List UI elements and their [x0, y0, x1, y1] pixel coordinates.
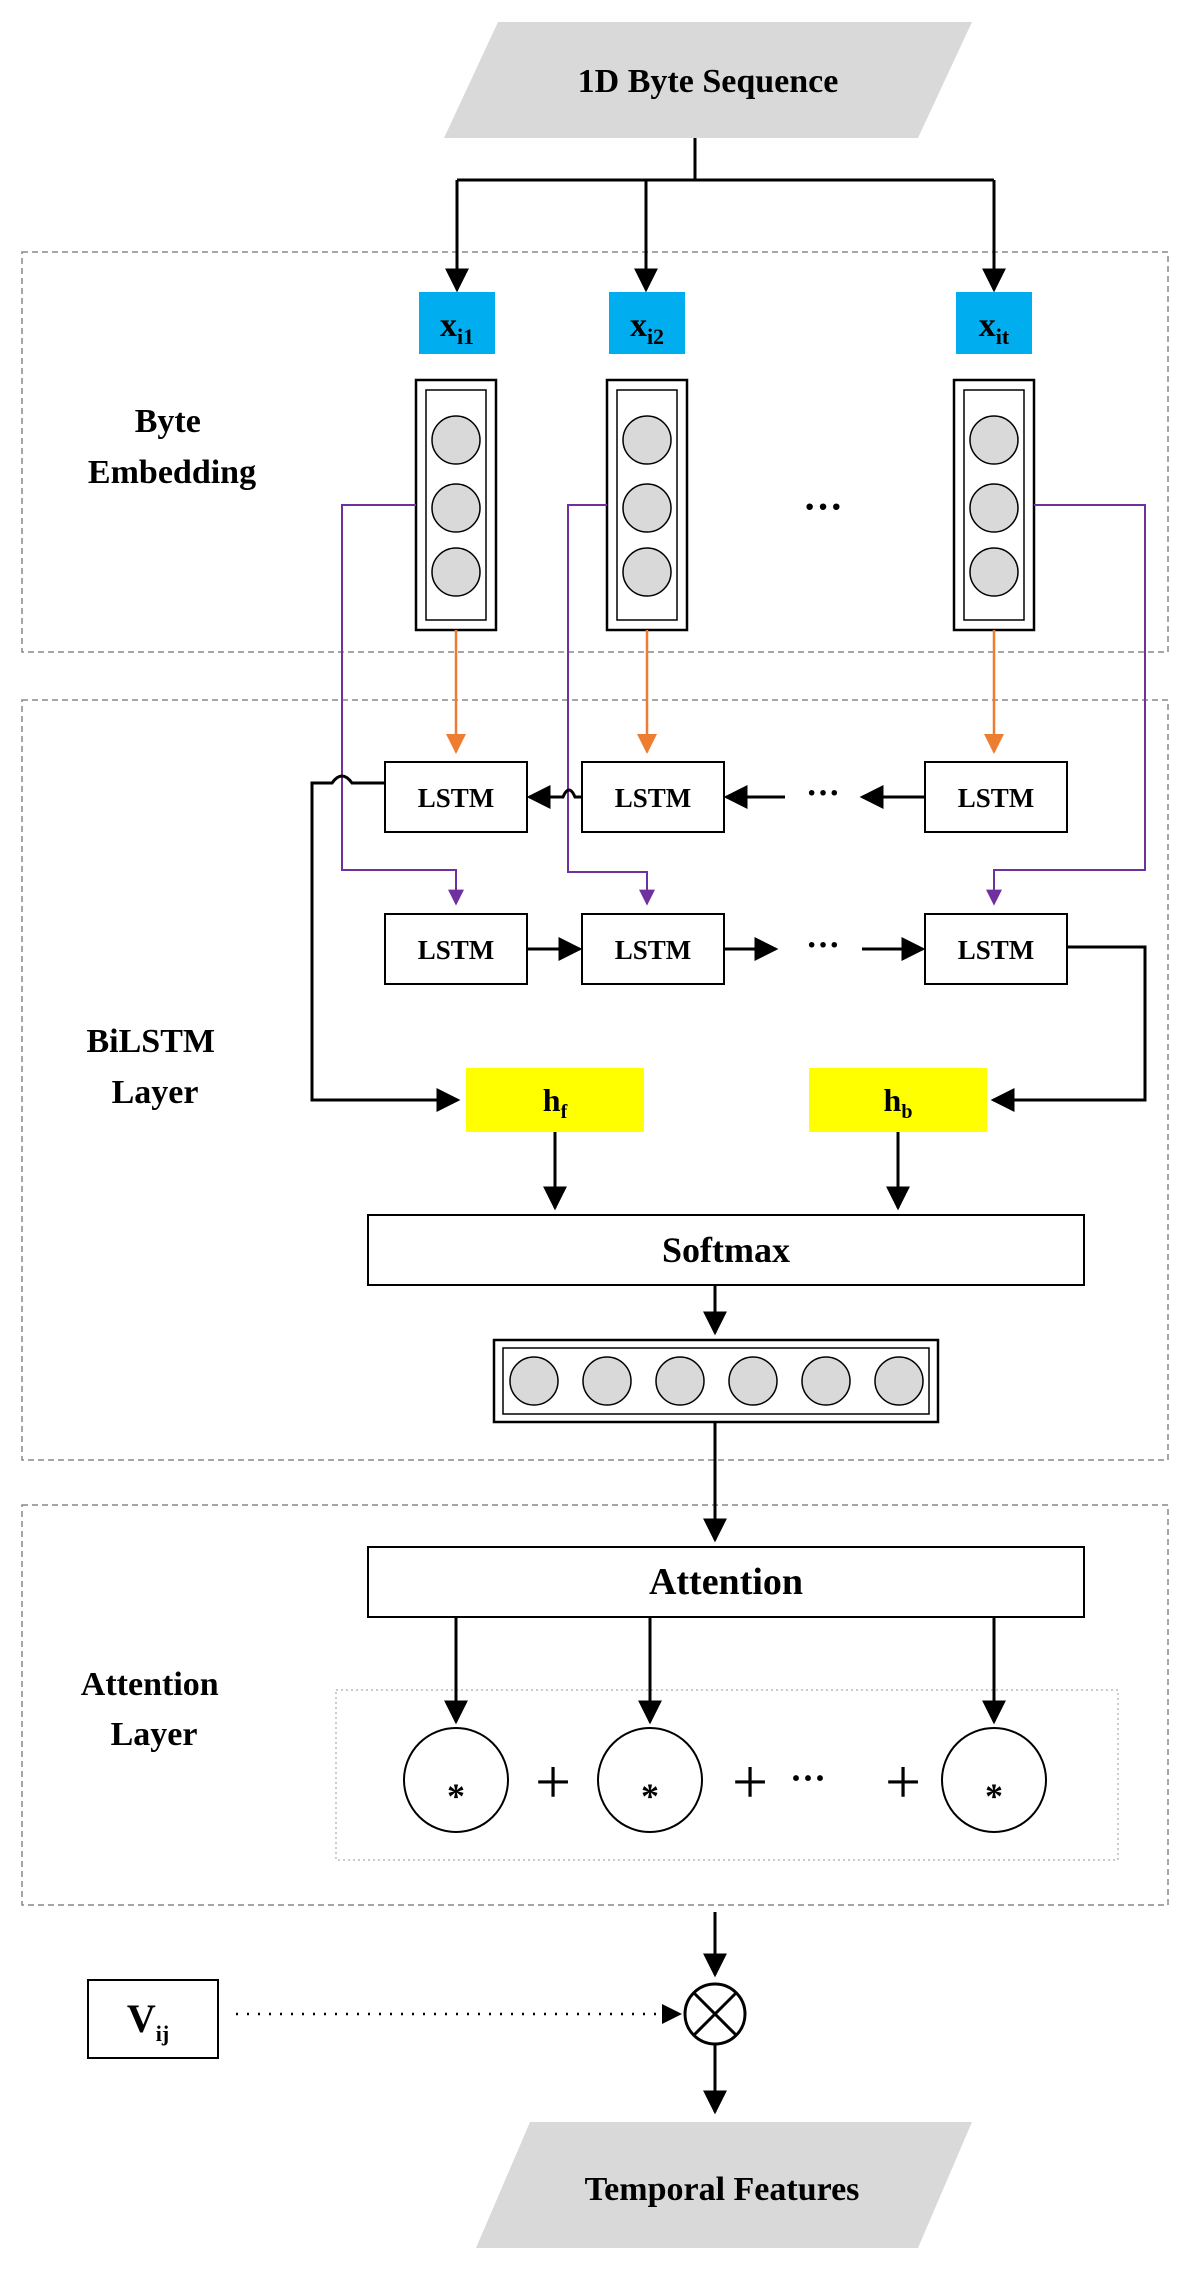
attention-section-label: Attention Layer [81, 1666, 227, 1753]
hidden-backward-box: hb [809, 1068, 987, 1132]
embedding-section-box [21, 251, 1169, 653]
svg-text:Softmax: Softmax [662, 1230, 790, 1270]
bilstm-section-box [21, 699, 1169, 1461]
softmax-output-vector [492, 1338, 940, 1424]
input-branch-connector [445, 138, 1006, 293]
weight-node-t: * [941, 1727, 1047, 1833]
input-label: 1D Byte Sequence [578, 63, 839, 100]
embedding-label-line2: Embedding [88, 454, 256, 491]
output-parallelogram [476, 2122, 972, 2248]
plus-sign-2: + [732, 1746, 768, 1817]
weight-node-2: * [597, 1727, 703, 1833]
attention-label-line2: Layer [111, 1716, 198, 1753]
token-x-i1-base: x [440, 307, 457, 344]
vector-v-sub: ij [156, 2021, 169, 2046]
token-x-i2: xi2 [609, 292, 685, 354]
token-x-i2-sub: i2 [647, 324, 664, 349]
bilstm-label-line2: Layer [112, 1074, 199, 1111]
lstm-top-ellipsis: ··· [806, 775, 840, 812]
token-x-it: xit [956, 292, 1032, 354]
svg-text:Vij: Vij [127, 1996, 169, 2046]
otimes-icon [683, 1982, 747, 2046]
embedding-label-line1: Byte [135, 403, 201, 440]
svg-text:LSTM: LSTM [418, 783, 495, 813]
token-x-i1: xi1 [419, 292, 495, 354]
svg-text:xit: xit [979, 307, 1010, 349]
attention-section-box [21, 1504, 1169, 1906]
token-x-it-sub: it [996, 324, 1010, 349]
hidden-forward-base: h [543, 1082, 561, 1118]
hidden-forward-sub: f [561, 1101, 568, 1123]
vector-v-box: Vij [87, 1979, 219, 2059]
attention-label-line1: Attention [81, 1666, 219, 1703]
hidden-to-softmax-arrows [543, 1132, 910, 1211]
svg-text:xi1: xi1 [440, 307, 474, 349]
svg-text:*: * [641, 1776, 659, 1816]
input-parallelogram [444, 22, 972, 138]
weighted-sum-box [335, 1689, 1119, 1861]
bilstm-section-label: BiLSTM Layer [87, 1023, 224, 1111]
svg-text:LSTM: LSTM [615, 935, 692, 965]
svg-text:hf: hf [543, 1082, 568, 1123]
embedding-vector-t [952, 378, 1036, 632]
hidden-forward-box: hf [466, 1068, 644, 1132]
svg-text:LSTM: LSTM [958, 783, 1035, 813]
weighted-sum-ellipsis: ··· [790, 1758, 826, 1798]
embedding-section-label: Byte Embedding [88, 403, 256, 491]
lstm-top-2: LSTM [581, 761, 725, 833]
hidden-backward-sub: b [901, 1101, 912, 1123]
output-label: Temporal Features [585, 2171, 860, 2208]
svg-text:hb: hb [884, 1082, 913, 1123]
embedding-vector-2 [605, 378, 689, 632]
lstm-bottom-ellipsis: ··· [806, 927, 840, 964]
token-x-i2-base: x [630, 307, 647, 344]
lstm-bottom-1: LSTM [384, 913, 528, 985]
forward-input-arrows [446, 630, 1004, 754]
attention-box: Attention [367, 1546, 1085, 1618]
embedding-vector-1 [414, 378, 498, 632]
lstm-top-1: LSTM [384, 761, 528, 833]
svg-text:*: * [447, 1776, 465, 1816]
svg-text:Attention: Attention [649, 1561, 803, 1603]
bilstm-label-line1: BiLSTM [87, 1023, 215, 1060]
hidden-backward-base: h [884, 1082, 902, 1118]
embedding-ellipsis: ··· [803, 484, 843, 529]
svg-text:*: * [985, 1776, 1003, 1816]
svg-text:LSTM: LSTM [615, 783, 692, 813]
backward-input-arrows [341, 504, 1146, 906]
svg-text:LSTM: LSTM [958, 935, 1035, 965]
svg-text:xi2: xi2 [630, 307, 664, 349]
token-x-i1-sub: i1 [457, 324, 474, 349]
attention-to-weights-arrows [444, 1617, 1006, 1725]
token-x-it-base: x [979, 307, 996, 344]
forward-output-connector [310, 774, 461, 1112]
softmax-box: Softmax [367, 1214, 1085, 1286]
svg-text:LSTM: LSTM [418, 935, 495, 965]
lstm-top-connectors [526, 785, 925, 809]
plus-sign-3: + [885, 1746, 921, 1817]
weight-node-1: * [403, 1727, 509, 1833]
vector-v-base: V [127, 1996, 156, 2041]
lstm-bottom-2: LSTM [581, 913, 725, 985]
plus-sign-1: + [535, 1746, 571, 1817]
lstm-top-t: LSTM [924, 761, 1068, 833]
backward-output-connector [990, 945, 1147, 1112]
lstm-bottom-t: LSTM [924, 913, 1068, 985]
